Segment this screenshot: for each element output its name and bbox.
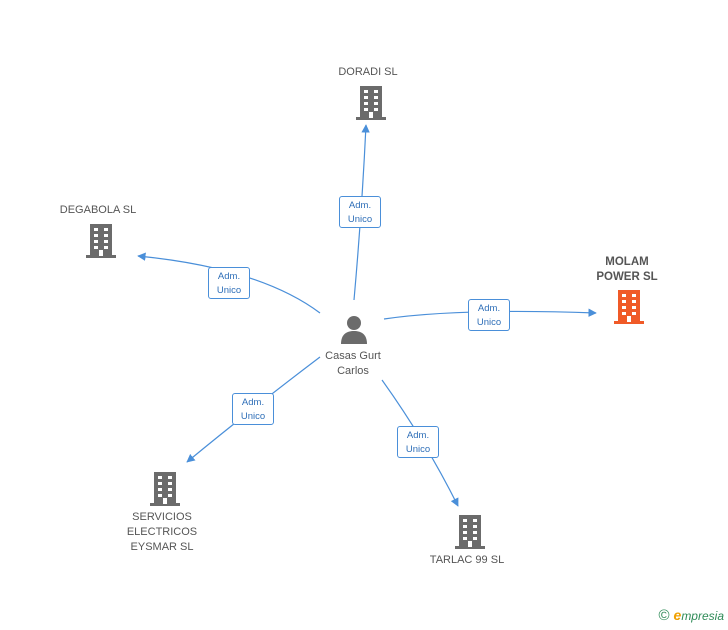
role-line1: Adm. [477, 303, 501, 314]
building-icon[interactable] [86, 224, 116, 263]
role-line1: Adm. [406, 430, 430, 441]
role-line2: Unico [405, 444, 431, 455]
edge-label-molam[interactable]: Adm. Unico [468, 299, 510, 331]
building-icon[interactable] [455, 515, 485, 554]
building-icon[interactable] [356, 86, 386, 125]
node-label-degabola[interactable]: DEGABOLA SL [59, 204, 137, 216]
role-line2: Unico [240, 411, 266, 422]
person-icon [340, 314, 368, 349]
node-label-doradi[interactable]: DORADI SL [338, 66, 398, 78]
role-line2: Unico [347, 214, 373, 225]
role-line1: Adm. [241, 397, 265, 408]
node-label-molam[interactable]: MOLAM POWER SL [596, 256, 658, 283]
role-line2: Unico [476, 317, 502, 328]
building-icon-highlight[interactable] [614, 290, 644, 329]
edge-label-servicios[interactable]: Adm. Unico [232, 393, 274, 425]
brand-footer: ©empresia [658, 607, 724, 624]
node-label-tarlac[interactable]: TARLAC 99 SL [429, 554, 505, 566]
node-label-servicios[interactable]: SERVICIOS ELECTRICOS EYSMAR SL [126, 511, 198, 553]
role-line1: Adm. [348, 200, 372, 211]
edge-label-doradi[interactable]: Adm. Unico [339, 196, 381, 228]
edge-label-tarlac[interactable]: Adm. Unico [397, 426, 439, 458]
building-icon[interactable] [150, 472, 180, 511]
role-line2: Unico [216, 285, 242, 296]
brand-logo-text: mpresia [681, 609, 724, 623]
brand-logo-initial: e [673, 607, 682, 623]
edge-label-degabola[interactable]: Adm. Unico [208, 267, 250, 299]
copyright-icon: © [658, 607, 670, 624]
role-line1: Adm. [217, 271, 241, 282]
center-person-label[interactable]: Casas Gurt Carlos [325, 350, 381, 377]
